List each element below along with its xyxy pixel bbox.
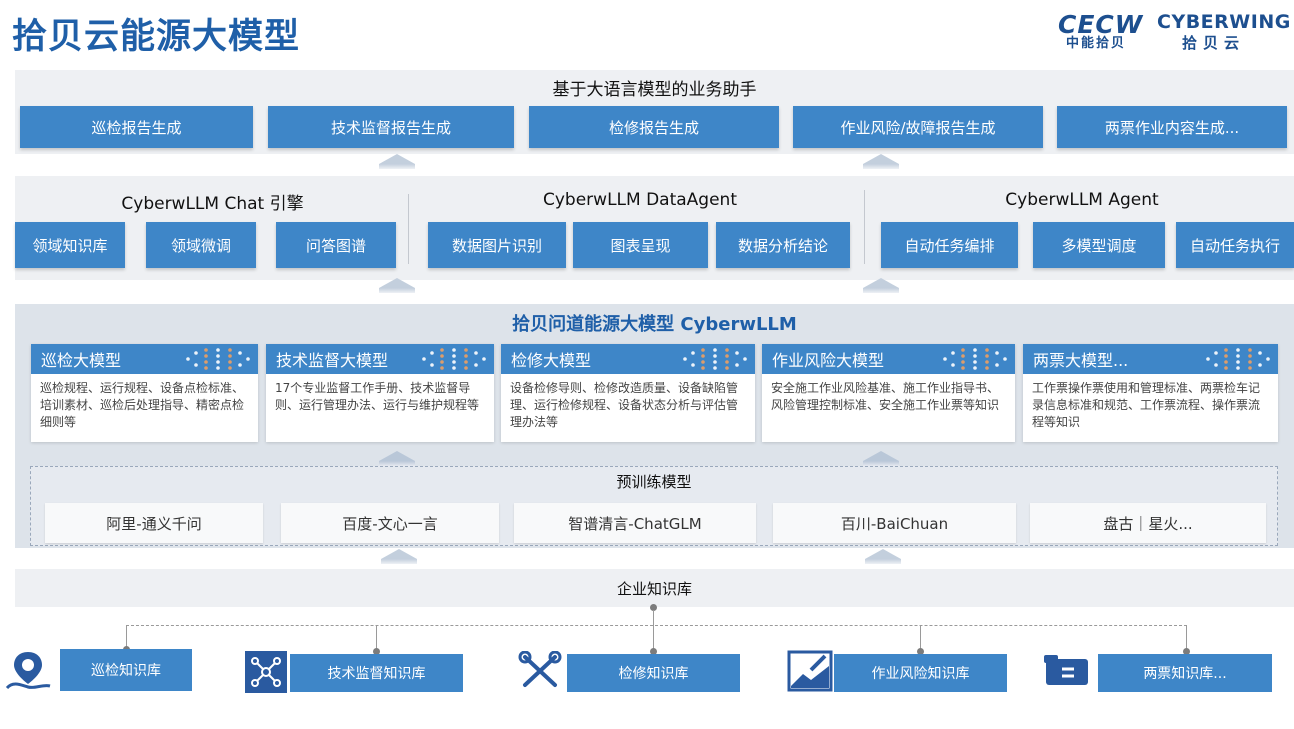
engine-item-domain-finetune[interactable]: 领域微调 [146,222,256,268]
card-risk-model[interactable]: 作业风险大模型安全施工作业风险基准、施工作业指导书、风险管理控制标准、安全施工作… [762,344,1015,442]
connector-dot [1183,648,1190,655]
divider [408,194,409,264]
business-assistant-title: 基于大语言模型的业务助手 [552,80,757,100]
chat-engine-title: CyberwLLM Chat 引擎 [121,194,304,214]
signal-dots-icon [1206,348,1270,370]
connector-dot [650,648,657,655]
model-name: 作业风险大模型 [772,351,885,370]
engine-item-chart-display[interactable]: 图表呈现 [573,222,708,268]
business-item-supervision-report[interactable]: 技术监督报告生成 [268,106,514,148]
connector-line [653,610,654,625]
divider [864,190,865,264]
engine-item-auto-orchestration[interactable]: 自动任务编排 [881,222,1018,268]
cecw-logo: CECW [1058,10,1144,39]
connector-dot [650,604,657,611]
kb-item-two-tickets[interactable]: 两票知识库... [1098,654,1272,692]
cyberwllm-title: 拾贝问道能源大模型 CyberwLLM [512,314,797,335]
up-arrow-icon [863,154,899,169]
model-name: 检修大模型 [511,351,592,370]
engine-item-auto-execution[interactable]: 自动任务执行 [1176,222,1294,268]
engine-item-multimodel-scheduling[interactable]: 多模型调度 [1033,222,1165,268]
network-icon [245,651,287,693]
model-card-header: 技术监督大模型 [266,344,494,374]
up-arrow-icon [379,451,415,466]
engine-item-image-recognition[interactable]: 数据图片识别 [428,222,566,268]
model-card-header: 两票大模型... [1023,344,1278,374]
signal-dots-icon [943,348,1007,370]
ticket-icon [1044,655,1088,685]
connector-dot [373,648,380,655]
cyberwing-logo: CYBERWING [1157,11,1291,33]
business-item-risk-report[interactable]: 作业风险/故障报告生成 [793,106,1043,148]
pretrain-title: 预训练模型 [616,473,692,491]
connector-line [920,625,921,649]
cecw-logo-subtitle: 中能拾贝 [1066,36,1127,51]
business-item-inspection-report[interactable]: 巡检报告生成 [20,106,253,148]
card-tickets-model[interactable]: 两票大模型... 工作票操作票使用和管理标准、两票检车记录信息标准和规范、工作票流… [1023,344,1278,442]
model-name: 巡检大模型 [41,351,122,370]
agent-title: CyberwLLM Agent [1005,190,1159,210]
connector-dot [917,648,924,655]
kb-item-work-risk[interactable]: 作业风险知识库 [834,654,1007,692]
up-arrow-icon [863,451,899,466]
kb-item-maintenance[interactable]: 检修知识库 [567,654,740,692]
card-maintenance-model[interactable]: 检修大模型设备检修导则、检修改造质量、设备缺陷管理、运行检修规程、设备状态分析与… [501,344,755,442]
kb-item-supervision[interactable]: 技术监督知识库 [290,654,463,692]
business-item-tickets-content[interactable]: 两票作业内容生成... [1057,106,1287,148]
connector-line [126,625,1187,626]
model-card-header: 检修大模型 [501,344,755,374]
model-name: 技术监督大模型 [276,351,389,370]
model-card-header: 作业风险大模型 [762,344,1015,374]
engine-item-qa-graph[interactable]: 问答图谱 [276,222,396,268]
model-description: 巡检规程、运行规程、设备点检标准、培训素材、巡检后处理指导、精密点检细则等 [40,381,245,429]
kb-item-inspection[interactable]: 巡检知识库 [60,649,192,691]
model-description: 设备检修导则、检修改造质量、设备缺陷管理、运行检修规程、设备状态分析与评估管理办… [510,381,739,429]
cyberwing-logo-subtitle: 拾贝云 [1182,34,1246,52]
enterprise-kb-title: 企业知识库 [616,580,692,598]
model-description: 安全施工作业风险基准、施工作业指导书、风险管理控制标准、安全施工作业票等知识 [771,381,1000,412]
location-pin-icon [5,652,51,690]
up-arrow-icon [865,549,901,564]
up-arrow-icon [379,278,415,293]
engine-item-domain-kb[interactable]: 领域知识库 [15,222,125,268]
pretrain-item-ernie[interactable]: 百度-文心一言 [281,503,499,543]
connector-line [1186,625,1187,649]
model-description: 工作票操作票使用和管理标准、两票检车记录信息标准和规范、工作票流程、操作票流程等… [1032,381,1261,429]
model-card-header: 巡检大模型 [31,344,258,374]
pretrain-item-pangu-spark[interactable]: 盘古｜星火... [1030,503,1266,543]
connector-line [376,625,377,649]
chart-pen-icon [787,650,833,692]
card-inspection-model[interactable]: 巡检大模型巡检规程、运行规程、设备点检标准、培训素材、巡检后处理指导、精密点检细… [31,344,258,442]
dataagent-title: CyberwLLM DataAgent [543,190,737,210]
pretrain-item-qwen[interactable]: 阿里-通义千问 [45,503,263,543]
connector-line [126,625,127,649]
enterprise-kb-band [15,569,1294,607]
model-description: 17个专业监督工作手册、技术监督导则、运行管理办法、运行与维护规程等 [275,381,480,412]
business-item-maintenance-report[interactable]: 检修报告生成 [529,106,779,148]
card-supervision-model[interactable]: 技术监督大模型 17个专业监督工作手册、技术监督导则、运行管理办法、运行与维护规程… [266,344,494,442]
tools-icon [518,651,562,687]
engine-item-data-analysis[interactable]: 数据分析结论 [716,222,850,268]
page-title: 拾贝云能源大模型 [12,17,301,57]
connector-line [653,625,654,649]
up-arrow-icon [863,278,899,293]
up-arrow-icon [379,154,415,169]
signal-dots-icon [186,348,250,370]
signal-dots-icon [422,348,486,370]
signal-dots-icon [683,348,747,370]
model-name: 两票大模型... [1033,351,1129,370]
pretrain-item-baichuan[interactable]: 百川-BaiChuan [773,503,1016,543]
up-arrow-icon [381,549,417,564]
pretrain-item-chatglm[interactable]: 智谱清言-ChatGLM [514,503,756,543]
